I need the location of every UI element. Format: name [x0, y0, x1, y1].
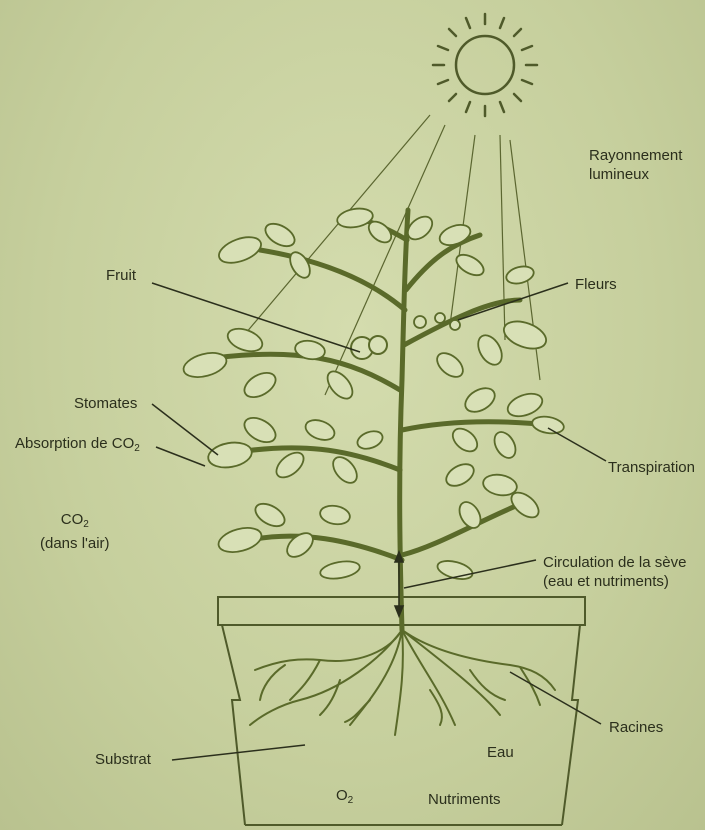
- o2-text: O: [336, 787, 348, 804]
- water-label: Eau: [487, 743, 514, 762]
- sap-circulation-label: Circulation de la sève (eau et nutriment…: [543, 553, 686, 591]
- co2-air-text: CO: [61, 511, 84, 528]
- sap-circulation-line1: Circulation de la sève: [543, 553, 686, 572]
- o2-subscript: 2: [348, 795, 354, 806]
- co2-air-label: CO2 (dans l'air): [40, 510, 110, 553]
- stomata-label: Stomates: [74, 394, 137, 413]
- transpiration-label: Transpiration: [608, 458, 695, 477]
- substrate-label: Substrat: [95, 750, 151, 769]
- sun-icon: [433, 14, 537, 116]
- sap-circulation-line2: (eau et nutriments): [543, 572, 686, 591]
- flowers-label: Fleurs: [575, 275, 617, 294]
- light-radiation-label: Rayonnement lumineux: [589, 146, 682, 184]
- co2-air-subscript: 2: [83, 519, 89, 530]
- co2-absorption-subscript: 2: [134, 443, 140, 454]
- light-radiation-line2: lumineux: [589, 165, 682, 184]
- co2-absorption-text: Absorption de CO: [15, 435, 134, 452]
- plant-roots: [250, 630, 555, 735]
- o2-label: O2: [336, 786, 353, 810]
- co2-air-line2: (dans l'air): [40, 534, 110, 553]
- fruit-label: Fruit: [106, 266, 136, 285]
- light-radiation-line1: Rayonnement: [589, 146, 682, 165]
- roots-label: Racines: [609, 718, 663, 737]
- fruit-icon: [351, 336, 387, 359]
- co2-absorption-label: Absorption de CO2: [15, 434, 140, 458]
- nutrients-label: Nutriments: [428, 790, 501, 809]
- plant-leaves: [181, 206, 565, 582]
